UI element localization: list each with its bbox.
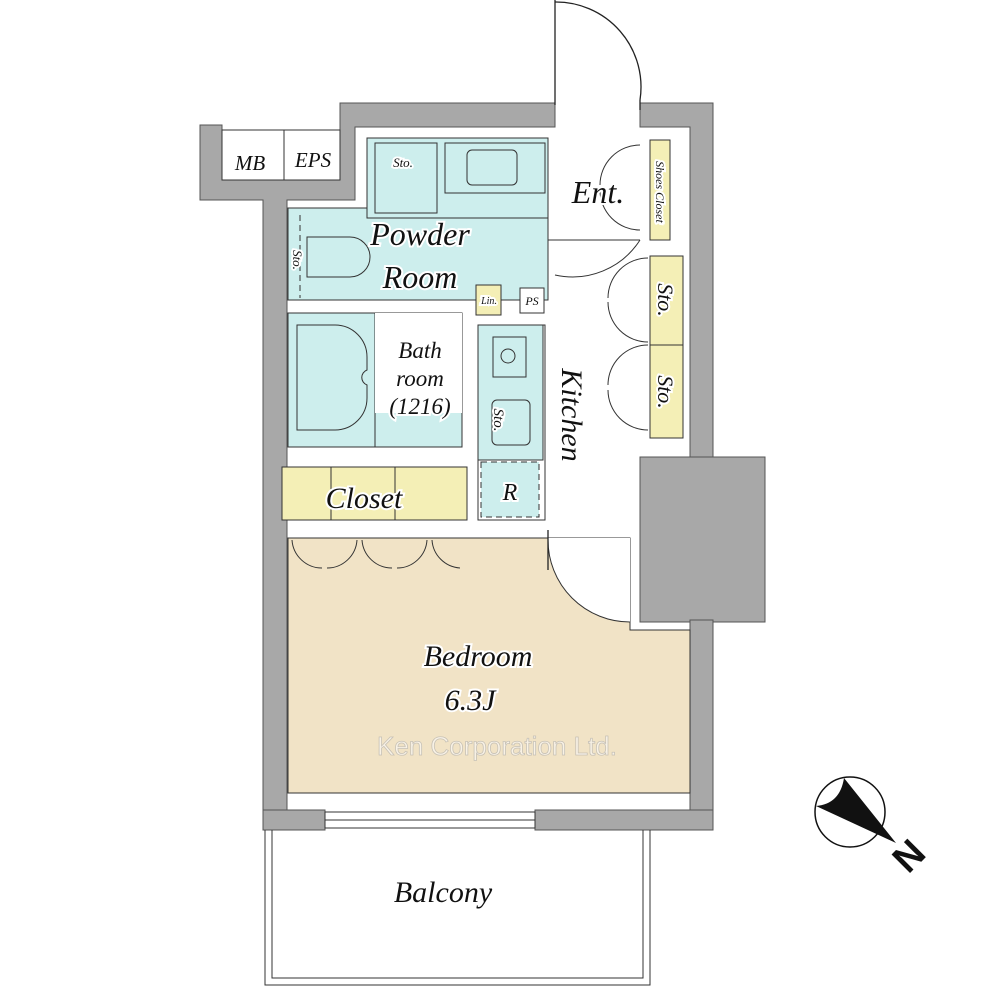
stove-icon <box>492 336 527 378</box>
label-linen: Lin. <box>480 296 497 307</box>
label-kitchen-storage: Sto. <box>490 409 506 432</box>
exterior-wall-right-lower <box>689 619 714 831</box>
label-powder-2: Room <box>382 259 458 295</box>
label-bath-1: Bath <box>398 338 441 363</box>
bathroom <box>287 312 463 448</box>
closet-doors[interactable] <box>291 539 461 569</box>
label-toilet-storage: Sto. <box>290 250 305 270</box>
exterior-wall-bottom-left <box>262 809 326 831</box>
entrance-door[interactable] <box>554 0 642 110</box>
bathtub-icon <box>296 324 368 431</box>
toilet-icon <box>306 236 371 278</box>
label-powder-storage: Sto. <box>393 155 413 170</box>
powder-room <box>287 137 549 316</box>
label-bath-2: room <box>396 366 444 391</box>
balcony-window <box>324 811 536 829</box>
refrigerator-space <box>480 461 540 518</box>
kitchen-sink-icon <box>491 399 531 446</box>
label-entrance: Ent. <box>571 174 624 210</box>
storage-doors[interactable] <box>554 144 649 431</box>
sink-icon <box>466 149 518 186</box>
kitchen-counter <box>477 324 546 521</box>
label-mb: MB <box>234 151 265 175</box>
label-storage-upper: Sto. <box>653 283 678 317</box>
bedroom-door[interactable] <box>547 530 631 623</box>
label-eps: EPS <box>294 148 332 172</box>
shoes-closet-area <box>649 139 671 241</box>
label-shoes-closet: Shoes Closet <box>653 161 667 223</box>
closet <box>281 466 468 521</box>
label-bath-size: (1216) <box>389 394 450 419</box>
structural-column <box>639 456 766 623</box>
label-pipe-space: PS <box>524 294 538 308</box>
north-compass-icon: N <box>814 776 934 881</box>
mb-eps-block <box>199 102 556 831</box>
label-bedroom-size: 6.3J <box>445 684 498 717</box>
label-closet: Closet <box>326 482 403 515</box>
label-bedroom: Bedroom <box>424 640 533 673</box>
label-refrigerator: R <box>502 480 518 506</box>
label-powder-1: Powder <box>369 216 470 252</box>
exterior-wall-bottom-right <box>534 809 714 831</box>
storage-area-right <box>649 255 684 439</box>
label-balcony: Balcony <box>394 876 493 909</box>
balcony <box>264 830 651 986</box>
watermark: Ken Corporation Ltd. <box>377 731 617 761</box>
label-storage-lower: Sto. <box>653 375 678 409</box>
label-kitchen: Kitchen <box>555 367 588 461</box>
